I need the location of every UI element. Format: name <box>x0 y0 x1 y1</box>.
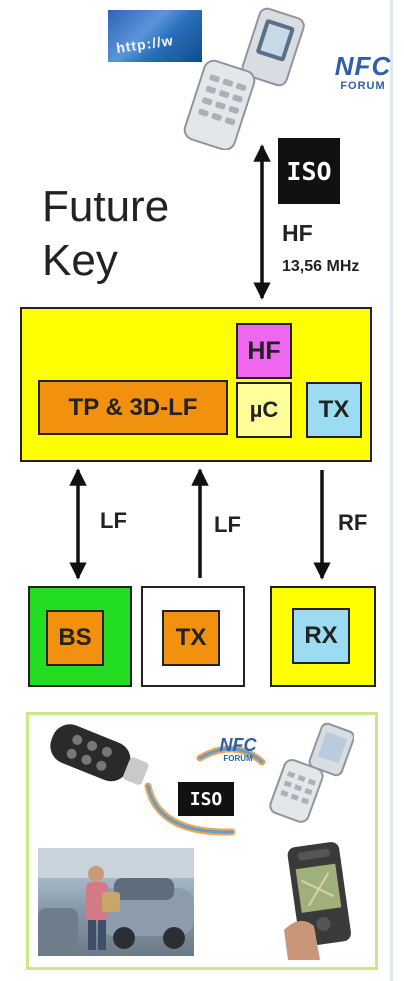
tx-box: TX <box>162 610 220 666</box>
tx-module-box: TX <box>306 382 362 438</box>
flip-phone-small-image <box>269 722 354 823</box>
rf-label: RF <box>338 510 368 535</box>
flip-phone-image <box>183 7 305 150</box>
title-line-2: Key <box>42 236 118 285</box>
lf-middle-label: LF <box>214 512 241 537</box>
iso-badge: ISO <box>278 138 340 204</box>
browser-address-image: http://w <box>108 10 202 62</box>
nfc-logo-sub-text: FORUM <box>340 80 386 92</box>
hf-link-label: HF <box>282 220 313 246</box>
microcontroller-box: µC <box>236 382 292 438</box>
iso-badge-small: ISO <box>178 782 234 816</box>
woman-at-car-photo <box>38 848 194 956</box>
bs-box: BS <box>46 610 104 666</box>
frequency-label: 13,56 MHz <box>282 258 360 275</box>
nfc-logo-main-text: NFC <box>334 51 392 81</box>
rx-box: RX <box>292 608 350 664</box>
tp-3d-lf-box: TP & 3D-LF <box>38 380 228 435</box>
exchange-arrows-image <box>144 745 266 836</box>
nfc-forum-logo: NFC FORUM <box>328 52 398 108</box>
car-key-fob-image <box>50 724 149 785</box>
pda-navigation-image <box>284 842 351 960</box>
lf-left-label: LF <box>100 508 127 533</box>
nfc-small-main-text: NFC <box>219 735 257 755</box>
nfc-small-sub-text: FORUM <box>223 754 253 763</box>
nfc-forum-logo-small: NFC FORUM <box>210 736 266 763</box>
car-scene-image <box>38 848 194 950</box>
future-key-title: Future Key <box>42 180 169 288</box>
title-line-1: Future <box>42 182 170 231</box>
page-edge-line <box>390 0 393 981</box>
hf-module-box: HF <box>236 323 292 379</box>
